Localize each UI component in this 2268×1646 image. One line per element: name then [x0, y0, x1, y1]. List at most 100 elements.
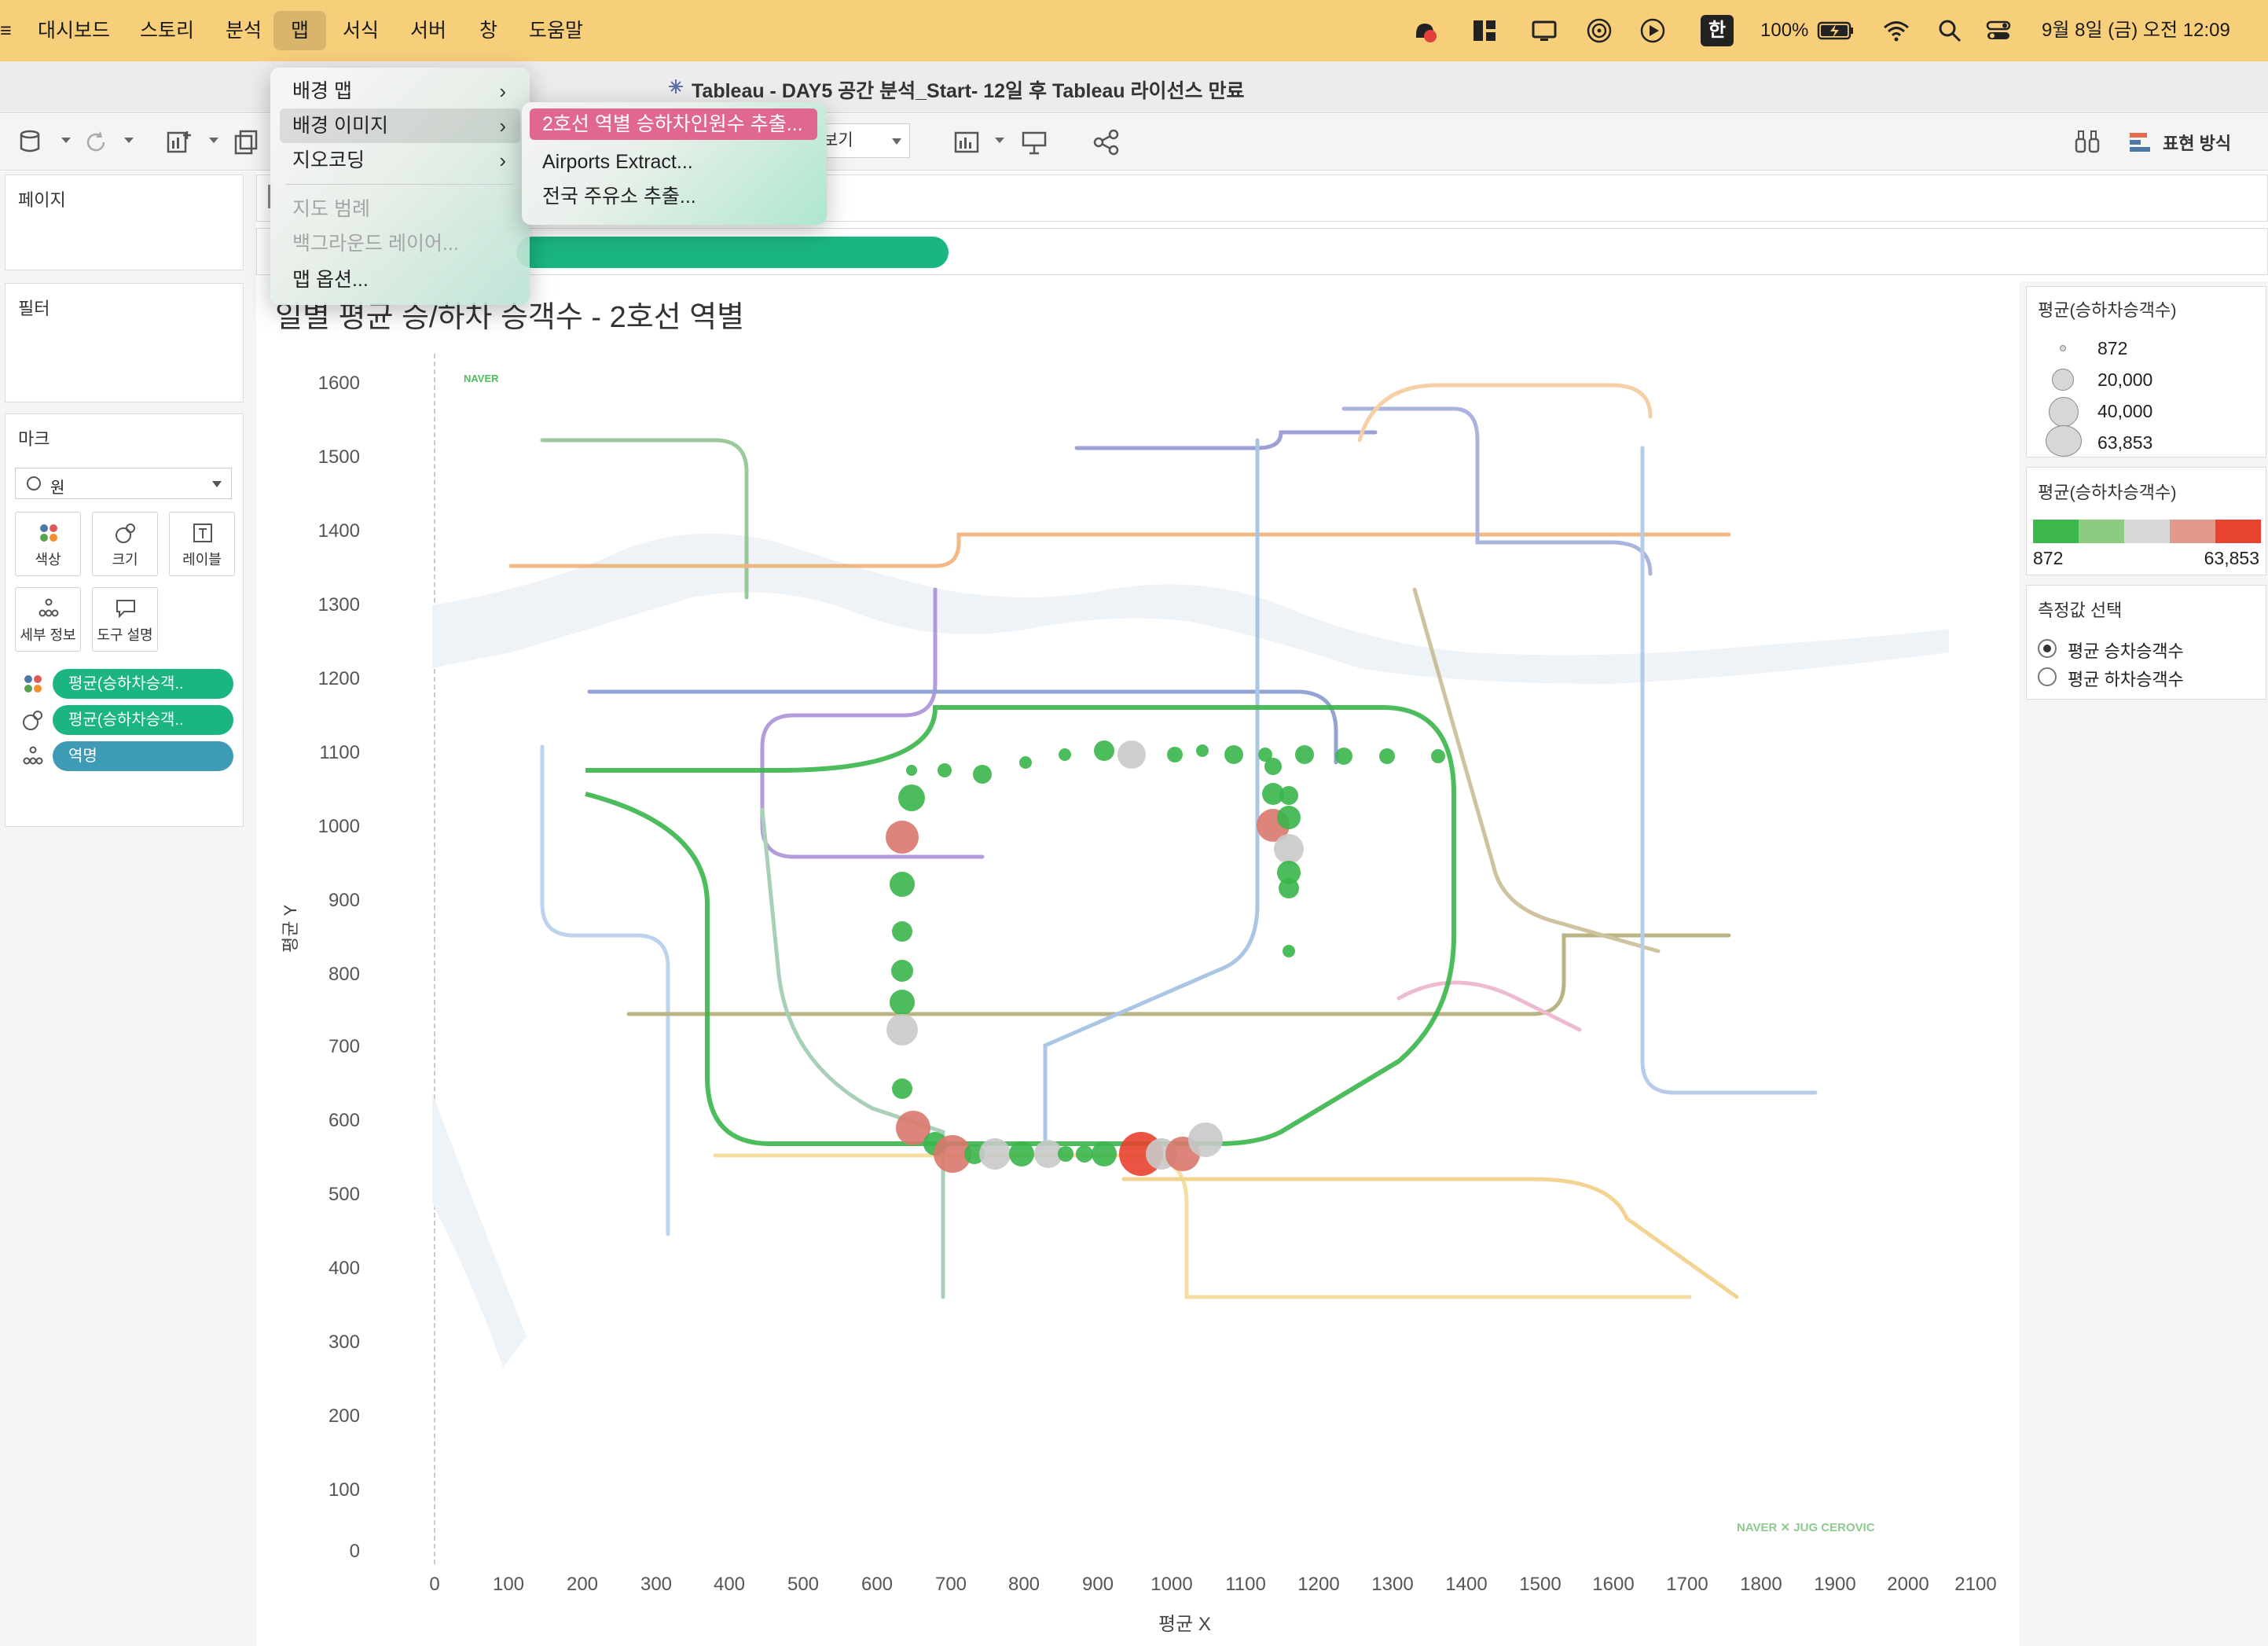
color-pill[interactable]: 평균(승하차승객..: [53, 669, 233, 699]
station-mark[interactable]: [1117, 740, 1146, 769]
submenu-item-airports-extract[interactable]: Airports Extract...: [542, 151, 693, 173]
menu-dashboard[interactable]: 대시보드: [38, 20, 111, 42]
station-mark[interactable]: [886, 821, 919, 854]
display-icon[interactable]: [1531, 17, 1558, 44]
presentation-mode-icon[interactable]: [1020, 128, 1048, 156]
rows-shelf[interactable]: [256, 228, 2268, 275]
menu-item-background-map[interactable]: 배경 맵›: [280, 74, 520, 108]
mark-type-dropdown[interactable]: 원: [15, 468, 232, 499]
station-mark[interactable]: [1277, 806, 1301, 829]
station-mark[interactable]: [1283, 945, 1295, 957]
station-mark[interactable]: [1295, 745, 1314, 764]
clock[interactable]: 9월 8일 (금) 오전 12:09: [2042, 20, 2230, 41]
spotlight-search-icon[interactable]: [1936, 17, 1963, 44]
station-mark[interactable]: [906, 765, 917, 776]
station-mark[interactable]: [1274, 834, 1304, 864]
share-icon[interactable]: [1092, 128, 1121, 156]
station-mark[interactable]: [898, 784, 925, 811]
station-mark[interactable]: [1188, 1122, 1223, 1157]
show-labels-icon[interactable]: [952, 128, 981, 156]
color-legend[interactable]: 평균(승하차승객수) 872 63,853: [2026, 467, 2266, 575]
airdrop-icon[interactable]: [1586, 17, 1613, 44]
menu-server[interactable]: 서버: [410, 20, 447, 42]
detail-pill[interactable]: 역명: [53, 741, 233, 771]
station-mark[interactable]: [890, 872, 915, 897]
station-mark[interactable]: [938, 763, 952, 777]
station-mark[interactable]: [1379, 748, 1395, 764]
battery-icon[interactable]: [1817, 17, 1855, 44]
rows-pill[interactable]: [516, 237, 949, 268]
fit-dropdown[interactable]: 보기: [814, 123, 910, 158]
station-mark[interactable]: [1034, 1140, 1062, 1168]
binoculars-icon[interactable]: [2073, 128, 2101, 156]
play-icon[interactable]: [1639, 17, 1666, 44]
station-mark[interactable]: [1076, 1145, 1093, 1163]
station-mark[interactable]: [1058, 1146, 1073, 1162]
menu-item-map-options[interactable]: 맵 옵션...: [292, 269, 369, 291]
menu-map[interactable]: 맵: [273, 11, 327, 50]
data-source-caret-icon[interactable]: [61, 138, 71, 143]
tooltip-button[interactable]: 도구 설명: [92, 587, 158, 652]
station-mark[interactable]: [979, 1138, 1011, 1170]
submenu-item-line2-extract[interactable]: 2호선 역별 승하차인원수 추출...: [530, 108, 817, 140]
station-mark[interactable]: [1279, 786, 1298, 805]
station-mark[interactable]: [892, 1078, 912, 1099]
label-button[interactable]: 레이블: [169, 512, 235, 576]
station-mark[interactable]: [973, 765, 992, 784]
station-mark[interactable]: [1277, 861, 1301, 884]
show-me-button[interactable]: 표현 방식: [2163, 134, 2232, 153]
show-me-icon[interactable]: [2128, 128, 2153, 156]
parameter-control[interactable]: 측정값 선택 평균 승차승객수 평균 하차승객수: [2026, 585, 2266, 700]
station-mark[interactable]: [896, 1111, 930, 1145]
color-button[interactable]: 색상: [15, 512, 81, 576]
radio-selected-icon[interactable]: [2038, 639, 2057, 658]
station-mark[interactable]: [1224, 745, 1243, 764]
new-worksheet-icon[interactable]: [165, 128, 193, 156]
app-menu-icon[interactable]: ≡: [0, 20, 11, 42]
station-mark[interactable]: [964, 1144, 985, 1164]
menu-format[interactable]: 서식: [343, 20, 380, 42]
subway-map-background[interactable]: NAVER NAVER ✕ JUG CEROVIC: [432, 354, 1949, 1564]
submenu-item-gas-stations-extract[interactable]: 전국 주유소 추출...: [542, 186, 696, 208]
station-mark[interactable]: [1264, 758, 1282, 775]
station-mark[interactable]: [892, 921, 912, 942]
station-mark[interactable]: [1094, 740, 1114, 761]
station-mark[interactable]: [890, 990, 915, 1015]
station-mark[interactable]: [1335, 748, 1352, 765]
station-mark[interactable]: [1092, 1141, 1117, 1167]
station-mark[interactable]: [1009, 1141, 1034, 1167]
show-labels-caret-icon[interactable]: [995, 138, 1004, 143]
station-mark[interactable]: [934, 1135, 971, 1173]
station-mark[interactable]: [1258, 748, 1272, 762]
station-mark[interactable]: [891, 960, 913, 982]
pages-card[interactable]: 페이지: [5, 175, 244, 270]
refresh-icon[interactable]: [82, 128, 110, 156]
menu-analysis[interactable]: 분석: [226, 20, 262, 42]
size-button[interactable]: 크기: [92, 512, 158, 576]
notification-icon[interactable]: [1411, 17, 1438, 44]
menu-story[interactable]: 스토리: [140, 20, 195, 42]
new-worksheet-caret-icon[interactable]: [209, 138, 218, 143]
station-mark[interactable]: [1196, 744, 1209, 757]
detail-button[interactable]: 세부 정보: [15, 587, 81, 652]
data-source-icon[interactable]: [17, 128, 46, 156]
size-pill[interactable]: 평균(승하차승객..: [53, 705, 233, 735]
menu-window[interactable]: 창: [479, 20, 498, 42]
filters-card[interactable]: 필터: [5, 283, 244, 402]
input-method-indicator[interactable]: 한: [1701, 15, 1734, 46]
station-mark[interactable]: [1262, 783, 1284, 805]
station-mark[interactable]: [1279, 878, 1299, 898]
refresh-caret-icon[interactable]: [124, 138, 134, 143]
worksheet-canvas[interactable]: [256, 283, 2013, 1646]
wifi-icon[interactable]: [1883, 17, 1910, 44]
menu-item-background-image[interactable]: 배경 이미지›: [280, 108, 520, 143]
station-mark[interactable]: [1431, 749, 1445, 763]
duplicate-icon[interactable]: [233, 128, 261, 156]
station-mark[interactable]: [1019, 756, 1032, 769]
menu-item-geocoding[interactable]: 지오코딩›: [280, 143, 520, 178]
size-legend[interactable]: 평균(승하차승객수) 872 20,000 40,000 63,853: [2026, 286, 2266, 457]
station-mark[interactable]: [1059, 748, 1071, 761]
layout-icon[interactable]: [1471, 17, 1498, 44]
menu-help[interactable]: 도움말: [529, 20, 584, 42]
station-mark[interactable]: [1167, 747, 1183, 762]
